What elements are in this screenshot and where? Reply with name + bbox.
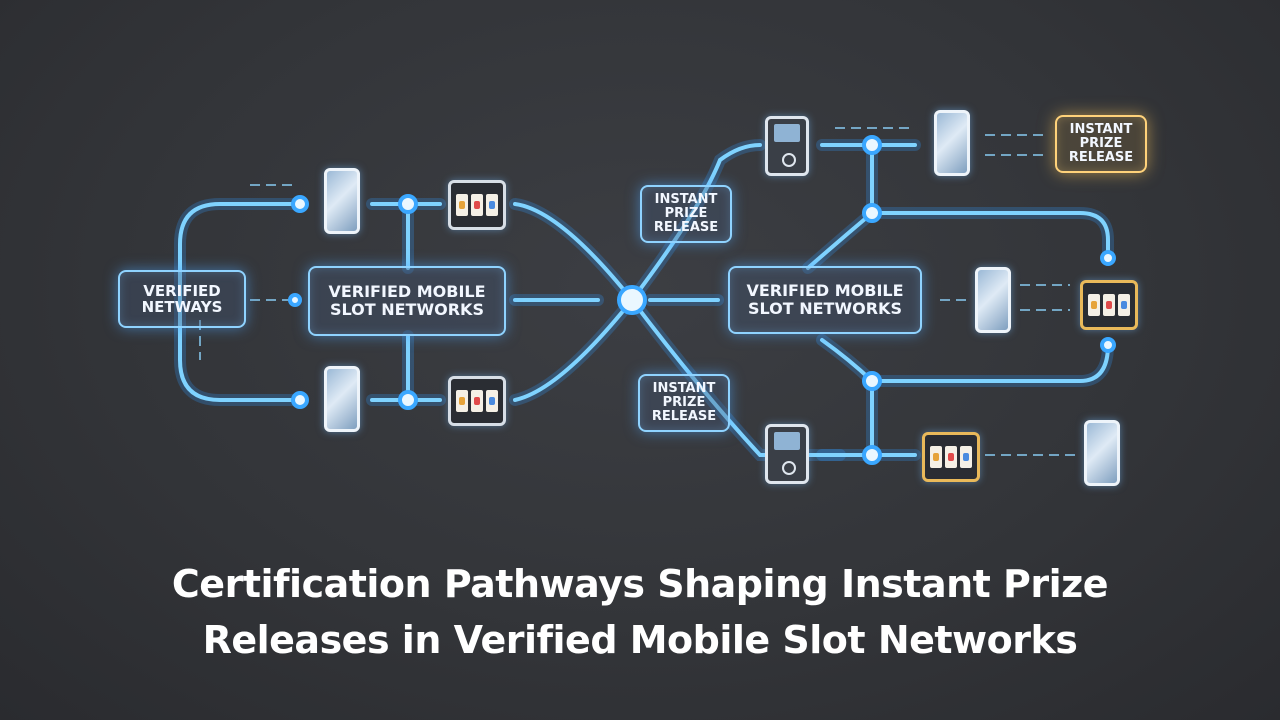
- slot-reel: [945, 446, 957, 468]
- verified-netways-box: VERIFIED NETWAYS: [118, 270, 246, 328]
- box-label-line: PRIZE: [664, 205, 708, 221]
- network-diagram: VERIFIED NETWAYS VERIFIED MOBILE SLOT NE…: [118, 110, 1147, 486]
- junction-node: [862, 203, 882, 223]
- slot-machine-icon: [448, 180, 506, 230]
- slot-reel: [471, 390, 483, 412]
- slot-reel: [486, 390, 498, 412]
- slot-machine-icon: [922, 432, 980, 482]
- wire-layer: [178, 143, 1110, 457]
- junction-node: [398, 194, 418, 214]
- junction-node: [291, 195, 309, 213]
- box-label-line: VERIFIED MOBILE: [328, 282, 486, 302]
- box-label-line: INSTANT: [654, 191, 718, 207]
- title-line-2: Releases in Verified Mobile Slot Network…: [202, 618, 1078, 662]
- hub-node: [617, 285, 647, 315]
- junction-node: [291, 391, 309, 409]
- box-label-line: RELEASE: [653, 220, 719, 236]
- slot-reel: [1103, 294, 1115, 316]
- box-label-line: SLOT NETWORKS: [330, 300, 484, 319]
- slot-reel: [930, 446, 942, 468]
- junction-nodes: [288, 135, 1116, 465]
- slot-reel: [456, 390, 468, 412]
- smartphone-icon: [324, 168, 360, 234]
- verified-mobile-slot-networks-left: VERIFIED MOBILE SLOT NETWORKS: [308, 266, 506, 336]
- junction-node: [862, 445, 882, 465]
- instant-prize-release-gold: INSTANT PRIZE RELEASE: [1055, 115, 1147, 173]
- box-label-line: RELEASE: [1068, 150, 1134, 166]
- box-label-line: INSTANT: [652, 380, 716, 396]
- junction-node: [862, 371, 882, 391]
- box-label-line: VERIFIED MOBILE: [746, 281, 904, 301]
- smartphone-icon: [1084, 420, 1120, 486]
- slot-machine-icon: [1080, 280, 1138, 330]
- box-label-line: SLOT NETWORKS: [748, 299, 902, 318]
- junction-node: [398, 390, 418, 410]
- title-line-1: Certification Pathways Shaping Instant P…: [171, 562, 1109, 606]
- slot-reel: [456, 194, 468, 216]
- box-label-line: PRIZE: [1079, 135, 1123, 151]
- slot-reel: [1118, 294, 1130, 316]
- payment-terminal-icon: [765, 116, 809, 176]
- box-label-line: INSTANT: [1069, 121, 1133, 137]
- verified-mobile-slot-networks-right: VERIFIED MOBILE SLOT NETWORKS: [728, 266, 922, 334]
- smartphone-icon: [934, 110, 970, 176]
- slot-reel: [471, 194, 483, 216]
- slot-reel: [960, 446, 972, 468]
- junction-node: [1100, 337, 1116, 353]
- box-label-line: RELEASE: [651, 409, 717, 425]
- page-title: Certification Pathways Shaping Instant P…: [0, 556, 1280, 668]
- junction-node: [862, 135, 882, 155]
- instant-prize-release-top: INSTANT PRIZE RELEASE: [640, 185, 732, 243]
- box-label-line: NETWAYS: [141, 298, 223, 316]
- slot-machine-icon: [448, 376, 506, 426]
- box-label-line: PRIZE: [662, 394, 706, 410]
- smartphone-icon: [324, 366, 360, 432]
- junction-node: [1100, 250, 1116, 266]
- smartphone-icon: [975, 267, 1011, 333]
- junction-node: [288, 293, 302, 307]
- slot-reel: [1088, 294, 1100, 316]
- box-label-line: VERIFIED: [143, 281, 221, 300]
- connection-wires: [174, 127, 1116, 465]
- slot-reel: [486, 194, 498, 216]
- payment-terminal-icon: [765, 424, 809, 484]
- instant-prize-release-bottom: INSTANT PRIZE RELEASE: [638, 374, 730, 432]
